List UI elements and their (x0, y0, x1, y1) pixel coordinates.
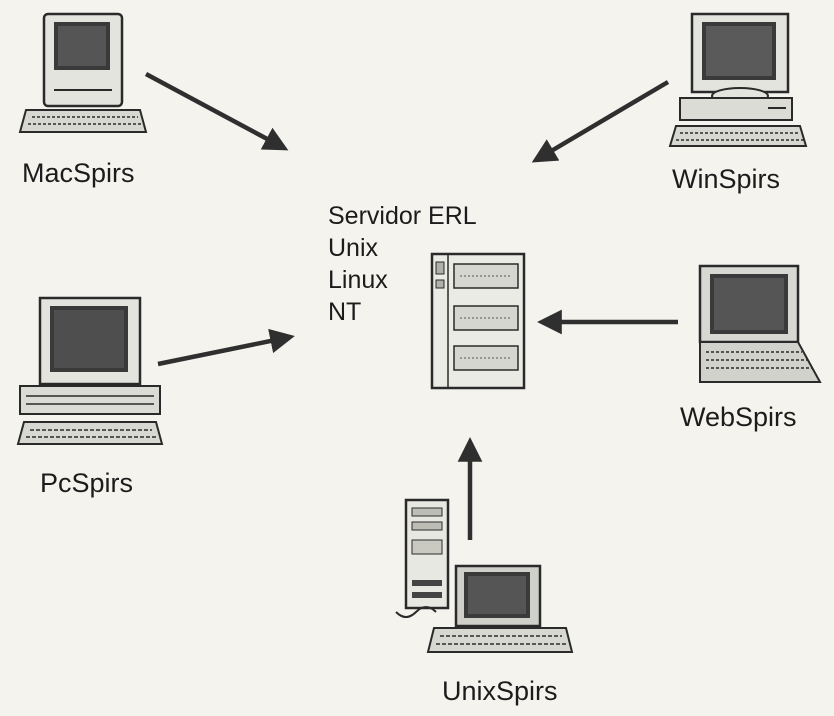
unix-client-label: UnixSpirs (442, 676, 558, 706)
win-client-label: WinSpirs (672, 164, 781, 194)
server-label-line: Unix (328, 234, 379, 262)
server-tower-icon (430, 252, 526, 390)
server-label: Servidor ERL Unix Linux NT (328, 200, 477, 328)
arrow-win-to-server (531, 80, 670, 163)
arrow-mac-to-server (144, 72, 289, 151)
arrow-pc-to-server (157, 328, 295, 367)
server-label-line: Servidor ERL (328, 202, 477, 230)
workstation-icon (395, 498, 574, 653)
desktop-pc-icon (668, 12, 808, 147)
pc-client-label: PcSpirs (40, 468, 134, 498)
laptop-icon (698, 264, 822, 383)
web-client-label: WebSpirs (680, 402, 797, 432)
server-label-line: NT (328, 298, 362, 326)
server-label-line: Linux (328, 266, 388, 294)
pc-monitor-icon (16, 296, 164, 445)
classic-mac-icon (18, 12, 148, 133)
mac-client-label: MacSpirs (22, 158, 135, 188)
